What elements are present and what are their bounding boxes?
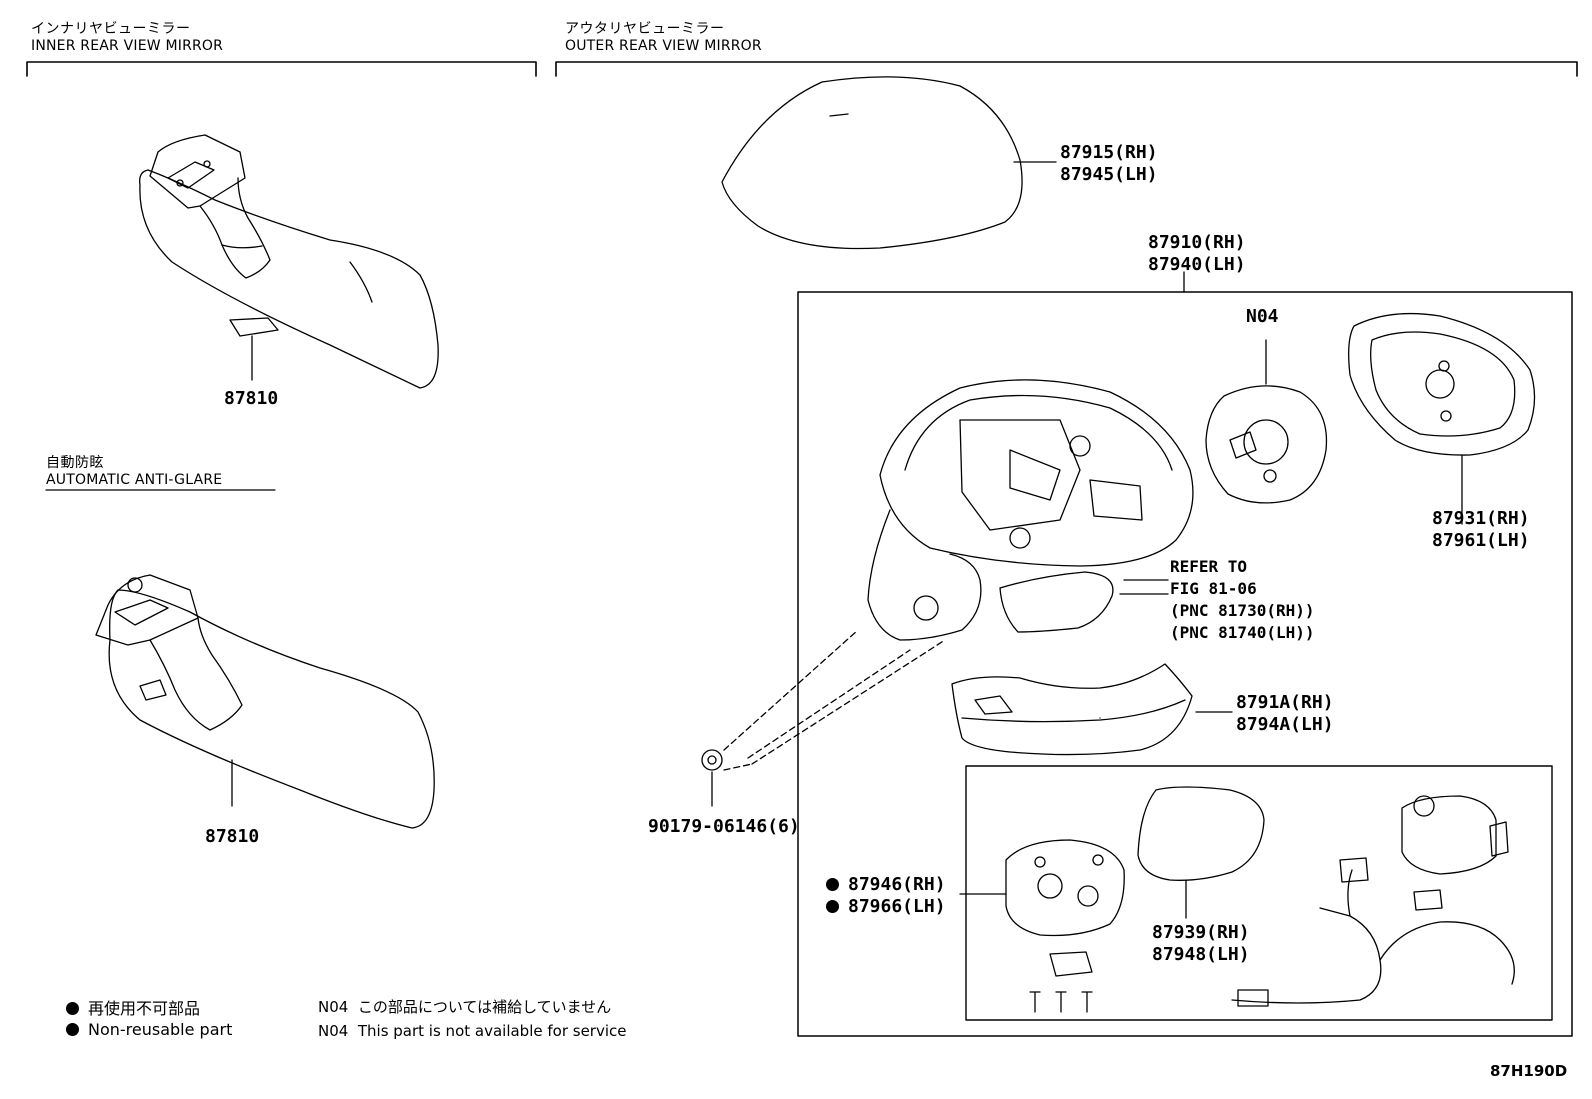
refer-note-line-1: REFER TO: [1170, 557, 1248, 576]
actuator-rh-text: 87946(RH): [848, 874, 946, 895]
inner-section-title-en: INNER REAR VIEW MIRROR: [31, 38, 224, 54]
outer-section-title-en: OUTER REAR VIEW MIRROR: [565, 38, 762, 54]
wire-harness-drawing: [1231, 857, 1515, 1007]
legend-nonreusable-en-text: Non-reusable part: [88, 1020, 233, 1039]
legend-n04-code: N04: [318, 1022, 349, 1040]
auto-section-title-jp: 自動防眩: [46, 455, 104, 471]
outer-section-title-jp: アウタリヤビューミラー: [565, 21, 725, 37]
part-label-inner-mirror-auto[interactable]: 87810: [205, 826, 260, 847]
part-label-cover-lh[interactable]: 87945(LH): [1060, 164, 1158, 185]
refer-note-line-4: (PNC 81740(LH)): [1170, 623, 1315, 642]
legend-nonreusable-jp: 再使用不可部品: [66, 995, 200, 1019]
nonreusable-dot-icon: [826, 878, 839, 891]
outer-section-bracket: [555, 61, 1578, 77]
legend-n04-en: N04 This part is not available for servi…: [318, 1022, 627, 1040]
part-label-assy-rh[interactable]: 87910(RH): [1148, 232, 1246, 253]
mirror-body-drawing: [1348, 312, 1536, 525]
legend-nonreusable-en: Non-reusable part: [66, 1020, 232, 1039]
part-label-body-lh[interactable]: 87961(LH): [1432, 530, 1530, 551]
refer-note-line-2[interactable]: FIG 81-06: [1170, 579, 1257, 598]
part-label-lower-rh[interactable]: 8791A(RH): [1236, 692, 1334, 713]
auto-section-title-en: AUTOMATIC ANTI-GLARE: [46, 472, 223, 488]
part-label-assy-lh[interactable]: 87940(LH): [1148, 254, 1246, 275]
nonreusable-dot-icon: [826, 900, 839, 913]
part-label-actuator-rh[interactable]: 87946(RH): [826, 874, 946, 896]
legend-nonreusable-jp-text: 再使用不可部品: [88, 999, 201, 1018]
clip-and-screws-drawing: [1029, 951, 1093, 1013]
part-label-glass-lh[interactable]: 87948(LH): [1152, 944, 1250, 965]
nonreusable-dot-icon: [66, 1002, 79, 1015]
part-label-actuator-lh[interactable]: 87966(LH): [826, 896, 946, 918]
inner-section-bracket: [26, 61, 537, 77]
nonreusable-dot-icon: [66, 1023, 79, 1036]
part-label-glass-rh[interactable]: 87939(RH): [1152, 922, 1250, 943]
part-label-cover-rh[interactable]: 87915(RH): [1060, 142, 1158, 163]
legend-n04-code: N04: [318, 998, 349, 1016]
inner-mirror-auto-drawing: [95, 574, 435, 829]
actuator-plate-drawing: [959, 839, 1125, 937]
n04-motor-drawing: [1205, 339, 1328, 504]
assembly-box: [797, 291, 1573, 1037]
screw-drawing: [701, 629, 946, 807]
legend-n04-en-text: This part is not available for service: [357, 1022, 627, 1040]
mirror-cover-drawing: [721, 76, 1057, 250]
inner-mirror-drawing: [139, 134, 439, 389]
actuator-lh-text: 87966(LH): [848, 896, 946, 917]
part-label-screw[interactable]: 90179-06146(6): [648, 816, 800, 837]
legend-n04-jp: N04 この部品については補給していません: [318, 996, 611, 1017]
motor-unit-drawing: [1401, 795, 1509, 875]
mirror-glass-drawing: [1137, 786, 1265, 919]
mirror-housing-drawing: [867, 379, 1194, 641]
part-label-n04[interactable]: N04: [1246, 306, 1279, 327]
lower-cover-drawing: [951, 663, 1233, 756]
refer-note-line-3: (PNC 81730(RH)): [1170, 601, 1315, 620]
part-label-body-rh[interactable]: 87931(RH): [1432, 508, 1530, 529]
legend-n04-jp-text: この部品については補給していません: [357, 998, 612, 1016]
figure-id: 87H190D: [1490, 1062, 1568, 1080]
glass-subassembly-box: [965, 765, 1553, 1021]
part-label-inner-mirror[interactable]: 87810: [224, 388, 279, 409]
part-label-lower-lh[interactable]: 8794A(LH): [1236, 714, 1334, 735]
inner-section-title-jp: インナリヤビューミラー: [31, 21, 191, 37]
